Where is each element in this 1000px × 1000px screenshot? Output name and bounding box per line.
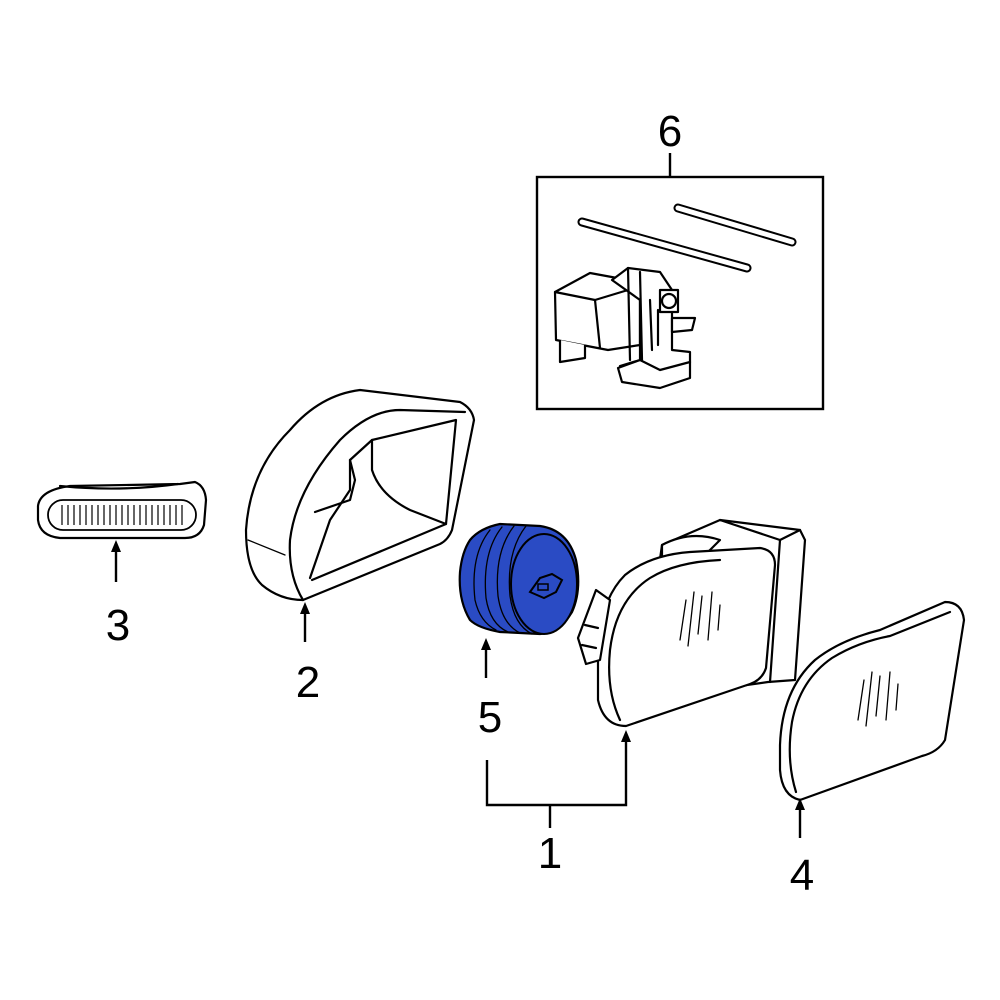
lamp-ribs (61, 505, 183, 525)
part-5-mirror-motor[interactable] (458, 522, 580, 636)
callout-4: 4 (790, 851, 814, 900)
part-5-connector (528, 572, 564, 600)
callout-1: 1 (538, 829, 562, 878)
part-6-motor (553, 266, 697, 390)
callout-1-bracket (485, 740, 628, 807)
callout-6: 6 (658, 107, 682, 156)
callout-1-arrowhead (621, 730, 631, 742)
callout-4-arrowhead (795, 798, 805, 810)
part-6-rod-upper (673, 203, 797, 247)
callout-2-arrowhead (300, 602, 310, 614)
part-1-mirror-assembly[interactable] (576, 518, 807, 728)
part-6-rod-lower (577, 217, 752, 273)
callout-3-arrowhead (111, 540, 121, 552)
callout-3: 3 (106, 601, 130, 650)
part-2-mirror-cover[interactable] (244, 388, 476, 602)
part-3-signal-lamp[interactable] (36, 480, 208, 540)
part-4-mirror-glass[interactable] (778, 600, 966, 802)
callout-2: 2 (296, 658, 320, 707)
part-6-motor-kit[interactable] (535, 175, 825, 411)
callout-5-arrowhead (481, 638, 491, 650)
callout-5: 5 (478, 693, 502, 742)
